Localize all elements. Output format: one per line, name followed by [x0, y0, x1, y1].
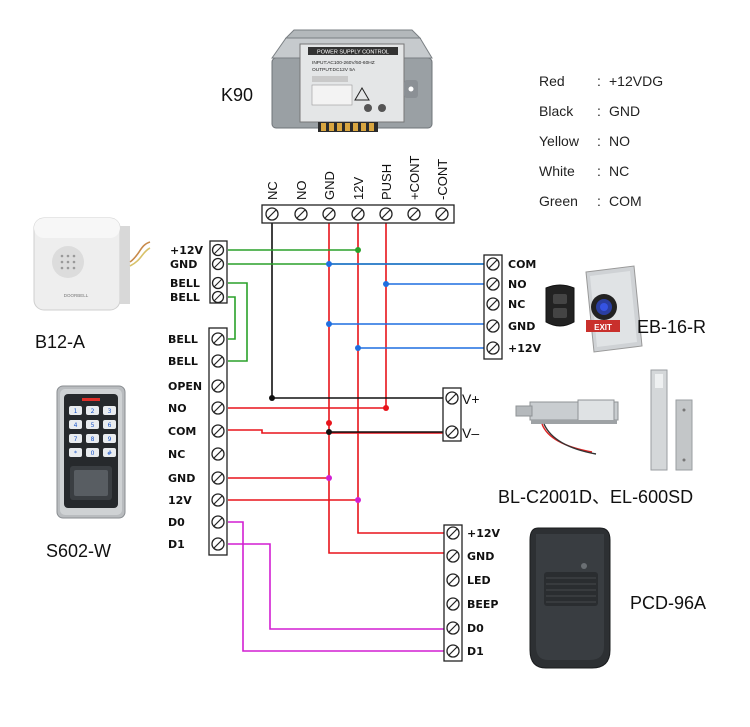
keypad-terminal-gnd: GND — [168, 472, 195, 485]
legend-color-red: Red — [539, 73, 565, 89]
reader-terminal-gnd: GND — [467, 550, 494, 563]
exit-button-terminal-strip: COM NO NC GND +12V — [483, 254, 542, 360]
key-3: 3 — [108, 408, 112, 415]
exit-button-device: EXIT — [585, 265, 643, 353]
legend-value-red: +12VDG — [609, 73, 663, 89]
psu-terminal-label-gnd: GND — [322, 171, 337, 200]
legend-color-green: Green — [539, 193, 578, 209]
doorbell-name: B12-A — [35, 332, 85, 352]
key-2: 2 — [91, 408, 95, 415]
k90-power-supply: POWER SUPPLY CONTROL INPUT:AC100-260V/50… — [271, 29, 433, 132]
key-hash: # — [107, 450, 112, 457]
lock-terminal-strip: V+ V– — [442, 387, 480, 442]
key-star: * — [74, 450, 77, 457]
legend-value-white: NC — [609, 163, 629, 179]
card-reader-device — [529, 527, 611, 669]
keypad-terminal-nc: NC — [168, 448, 185, 461]
keypad-terminal-screws — [211, 332, 225, 551]
legend-sep-green: : — [597, 193, 601, 209]
keypad-terminal-12v: 12V — [168, 494, 192, 507]
psu-panel-input: INPUT:AC100-260V/50-60HZ — [312, 60, 375, 66]
exit-face-label: EXIT — [594, 323, 612, 332]
lock-name: BL-C2001D、EL-600SD — [498, 487, 693, 507]
keypad-keys: 1 2 3 4 5 6 7 8 9 * 0 # — [69, 406, 116, 457]
legend-value-black: GND — [609, 103, 640, 119]
legend-sep-black: : — [597, 103, 601, 119]
psu-name: K90 — [221, 85, 253, 105]
keypad-terminal-open: OPEN — [168, 380, 202, 393]
doorbell-brand: DOORBELL — [64, 293, 89, 298]
psu-terminal-label-ncont: -CONT — [435, 159, 450, 200]
keypad-name: S602-W — [46, 541, 111, 561]
exit-button-name: EB-16-R — [637, 317, 706, 337]
exit-terminal-com: COM — [508, 258, 536, 271]
legend-sep-white: : — [597, 163, 601, 179]
doorbell-terminal-strip: +12V GND BELL BELL — [170, 240, 228, 304]
legend-color-white: White — [539, 163, 575, 179]
reader-terminal-12v: +12V — [467, 527, 501, 540]
keypad-terminal-strip: BELL BELL OPEN NO COM NC GND 12V D0 D1 — [168, 327, 228, 556]
keypad-device: 1 2 3 4 5 6 7 8 9 * 0 # — [56, 385, 126, 519]
color-legend: Red : +12VDG Black : GND Yellow : NO Whi… — [539, 73, 663, 209]
reader-terminal-strip: +12V GND LED BEEP D0 D1 — [443, 524, 501, 662]
doorbell-terminal-bell-1: BELL — [170, 277, 200, 290]
reader-terminal-d1: D1 — [467, 645, 484, 658]
key-1: 1 — [74, 408, 78, 415]
reader-terminal-d0: D0 — [467, 622, 484, 635]
legend-value-green: COM — [609, 193, 642, 209]
magnetic-lock-device — [650, 369, 693, 471]
reader-terminal-beep: BEEP — [467, 598, 498, 611]
key-4: 4 — [74, 422, 78, 429]
red-wires — [228, 214, 445, 554]
psu-panel-title: POWER SUPPLY CONTROL — [317, 50, 389, 56]
exit-terminal-12v: +12V — [508, 342, 542, 355]
key-9: 9 — [108, 436, 112, 443]
psu-terminal-label-pcont: +CONT — [407, 156, 422, 200]
remote-fob — [545, 284, 575, 327]
key-8: 8 — [91, 436, 95, 443]
reader-terminal-led: LED — [467, 574, 491, 587]
blue-wires — [329, 263, 492, 349]
exit-terminal-nc: NC — [508, 298, 525, 311]
psu-terminal-screws — [265, 207, 449, 221]
psu-panel-output: OUTPUT:DC12V 5A — [312, 67, 356, 73]
exit-terminal-gnd: GND — [508, 320, 535, 333]
keypad-terminal-d1: D1 — [168, 538, 185, 551]
junction-dots — [269, 247, 389, 503]
doorbell-terminal-12v: +12V — [170, 244, 204, 257]
doorbell-terminal-gnd: GND — [170, 258, 197, 271]
green-wires — [228, 249, 492, 362]
key-6: 6 — [108, 422, 112, 429]
keypad-terminal-d0: D0 — [168, 516, 185, 529]
key-7: 7 — [74, 436, 78, 443]
psu-terminal-label-no: NO — [294, 181, 309, 201]
key-0: 0 — [91, 450, 95, 457]
keypad-terminal-com: COM — [168, 425, 196, 438]
legend-sep-red: : — [597, 73, 601, 89]
doorbell-device: DOORBELL — [33, 217, 151, 311]
reader-name: PCD-96A — [630, 593, 706, 613]
keypad-terminal-bell-2: BELL — [168, 355, 198, 368]
lock-terminal-vplus: V+ — [462, 391, 480, 407]
legend-sep-yellow: : — [597, 133, 601, 149]
magenta-wires — [228, 521, 445, 652]
psu-terminal-label-12v: 12V — [351, 177, 366, 200]
lock-terminal-vminus: V– — [462, 425, 479, 441]
legend-color-yellow: Yellow — [539, 133, 580, 149]
keypad-terminal-no: NO — [168, 402, 187, 415]
key-5: 5 — [91, 422, 95, 429]
legend-color-black: Black — [539, 103, 574, 119]
doorbell-terminal-bell-2: BELL — [170, 291, 200, 304]
keypad-terminal-bell-1: BELL — [168, 333, 198, 346]
psu-terminal-label-push: PUSH — [379, 164, 394, 200]
exit-terminal-no: NO — [508, 278, 527, 291]
legend-value-yellow: NO — [609, 133, 630, 149]
bolt-lock-device — [515, 399, 619, 455]
psu-terminal-strip: NC NO GND 12V PUSH +CONT -CONT — [261, 156, 455, 224]
wires — [228, 214, 492, 652]
psu-terminal-label-nc: NC — [265, 181, 280, 200]
